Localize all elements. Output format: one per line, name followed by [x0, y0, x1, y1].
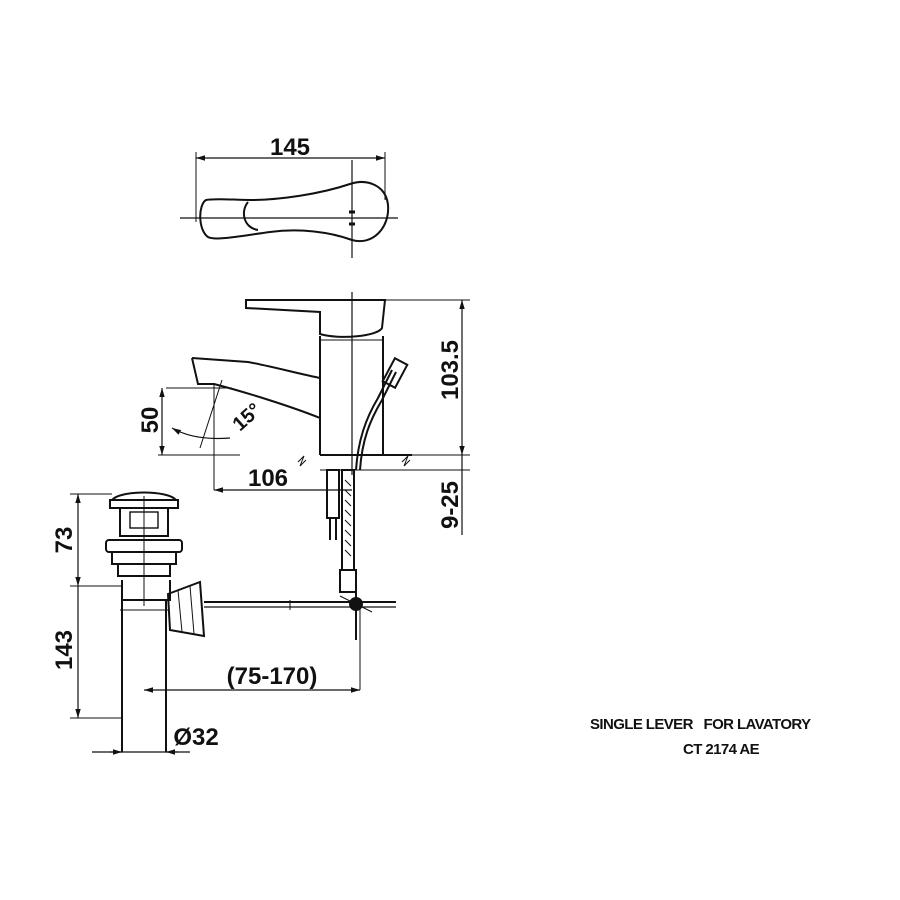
- top-view: [180, 152, 398, 258]
- dim-body-height: 103.5: [437, 340, 464, 400]
- waste-assembly: [70, 491, 396, 755]
- title-model-code: CT 2174 AE: [683, 741, 760, 758]
- title-description: SINGLE LEVER FOR LAVATORY: [590, 716, 811, 733]
- dim-spout-angle: 15°: [229, 399, 266, 436]
- dim-deck-thickness: 9-25: [437, 481, 464, 529]
- faucet-side-view: [158, 292, 470, 593]
- dim-waste-offset: (75-170): [227, 663, 318, 690]
- dim-top-width: 145: [270, 134, 310, 161]
- dim-waste-top: 73: [51, 527, 78, 554]
- dim-spout-height: 50: [137, 407, 164, 434]
- dim-spout-reach: 106: [248, 465, 288, 492]
- dim-waste-diameter: Ø32: [173, 724, 218, 751]
- dim-waste-tail: 143: [51, 630, 78, 670]
